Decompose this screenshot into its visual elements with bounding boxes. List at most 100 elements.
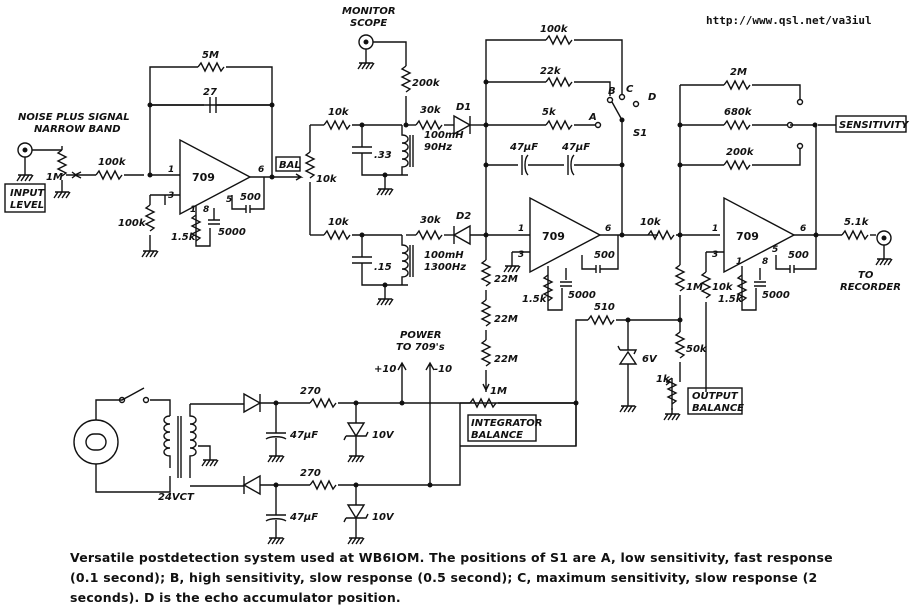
pin-1-c: 1 xyxy=(736,257,742,267)
c-33-label: .33 xyxy=(374,150,392,161)
r-1m-c-label: 1M xyxy=(686,282,703,293)
input-level-pot xyxy=(53,146,79,199)
opamp-1 xyxy=(179,138,252,216)
r-1k-label: 1k xyxy=(656,374,671,385)
r-22m-label-1: 22M xyxy=(494,274,518,285)
monitor-scope-label-2: SCOPE xyxy=(350,18,387,29)
pin-3-b: 3 xyxy=(518,250,524,260)
diode-d1-label: D1 xyxy=(456,102,471,113)
diode-d2-label: D2 xyxy=(456,211,471,222)
noise-signal-label-2: NARROW BAND xyxy=(34,124,121,135)
transformer xyxy=(163,403,240,487)
zener-10v-lower xyxy=(343,485,369,532)
pin-6-c: 6 xyxy=(800,224,806,234)
opamp-3-number: 709 xyxy=(736,230,759,243)
sensitivity-box xyxy=(835,115,907,133)
noise-signal-label-1: NOISE PLUS SIGNAL xyxy=(18,112,130,123)
input-level-label-1: INPUT xyxy=(10,188,46,199)
input-level-box xyxy=(4,183,46,213)
pin-3-c: 3 xyxy=(712,250,718,260)
schematic-diagram: http://www.qsl.net/va3iul NOISE PLUS SIG… xyxy=(4,6,910,545)
diode-upper xyxy=(243,392,262,414)
zener-6v xyxy=(617,320,638,400)
zener-10v-label-2: 10V xyxy=(372,512,395,523)
diode-lower xyxy=(242,474,261,496)
pin-2-a: 1 xyxy=(168,165,174,175)
source-url: http://www.qsl.net/va3iul xyxy=(706,14,872,27)
r-100k-gnd-label: 100k xyxy=(118,218,147,229)
r-1-5k-label-c: 1.5k xyxy=(718,294,744,305)
r-2m-label: 2M xyxy=(730,67,747,78)
input-level-label-2: LEVEL xyxy=(10,200,44,211)
r-200k-label: 200k xyxy=(726,147,755,158)
c-500-label-c: 500 xyxy=(788,250,809,261)
r-270-label-1: 270 xyxy=(300,386,321,397)
c-47uf-label-1: 47µF xyxy=(509,142,538,153)
r-10k-top-label: 10k xyxy=(328,107,350,118)
r-10k-bal-label: 10k xyxy=(316,174,338,185)
r-1-5k-label-a: 1.5k xyxy=(171,232,197,243)
r-10k-mid-label: 10k xyxy=(640,217,662,228)
pin-5-a: 5 xyxy=(226,195,232,205)
opamp-2 xyxy=(529,196,602,274)
c-47uf-label-4: 47µF xyxy=(289,512,318,523)
s1-label: S1 xyxy=(633,128,647,139)
r-270-label-2: 270 xyxy=(300,468,321,479)
opamp-3 xyxy=(723,196,796,274)
c-15-label: .15 xyxy=(374,262,392,273)
r-10k-bot-label: 10k xyxy=(328,217,350,228)
r-680k-label: 680k xyxy=(724,107,753,118)
r-22m-label-3: 22M xyxy=(494,354,518,365)
opamp-2-number: 709 xyxy=(542,230,565,243)
minus10-label: -10 xyxy=(434,364,452,375)
l-top-label-1: 100mH xyxy=(424,130,464,141)
r-5-1k-label: 5.1k xyxy=(844,217,870,228)
zener-6v-label: 6V xyxy=(642,354,658,365)
plus10-label: +10 xyxy=(374,364,396,375)
output-jack xyxy=(875,230,893,266)
c-5000-label-a: 5000 xyxy=(218,227,246,238)
l-top-label-2: 90Hz xyxy=(424,142,452,153)
s1-pos-c: C xyxy=(626,84,634,95)
integrator-balance-label-2: BALANCE xyxy=(471,430,523,441)
pin-3-a: 3 xyxy=(168,191,174,201)
sensitivity-label: SENSITIVITY xyxy=(839,120,910,131)
r-100k-fb-label: 100k xyxy=(540,24,569,35)
r-30k-bot-label: 30k xyxy=(420,215,442,226)
diode-d2 xyxy=(452,224,471,246)
r-200k-scope-label: 200k xyxy=(412,78,441,89)
c-500-label-a: 500 xyxy=(240,192,261,203)
pin-8-c: 8 xyxy=(762,257,768,267)
pin-8-a: 8 xyxy=(203,205,209,215)
c-5000-label-b: 5000 xyxy=(568,290,596,301)
r-5m-label: 5M xyxy=(202,50,219,61)
c-47uf-label-3: 47µF xyxy=(289,430,318,441)
bal-label: BAL xyxy=(279,160,301,171)
s1-pos-a: A xyxy=(588,112,597,123)
figure-caption: Versatile postdetection system used at W… xyxy=(70,550,833,605)
r-100k-in-label: 100k xyxy=(98,157,127,168)
to-recorder-label-1: TO xyxy=(858,270,874,281)
pin-6-a: 6 xyxy=(258,165,264,175)
output-balance-box xyxy=(687,387,743,415)
r-5k-label: 5k xyxy=(542,107,557,118)
c-5000-label-c: 5000 xyxy=(762,290,790,301)
power-label-2: TO 709's xyxy=(396,342,445,353)
pin-2-b: 1 xyxy=(518,224,524,234)
opamp-1-number: 709 xyxy=(192,171,215,184)
transformer-label: 24VCT xyxy=(158,492,195,503)
l-bot-label-1: 100mH xyxy=(424,250,464,261)
r-22k-label: 22k xyxy=(540,66,562,77)
r-10k-c-label: 10k xyxy=(712,282,734,293)
c-500-label-b: 500 xyxy=(594,250,615,261)
s1-pos-b: B xyxy=(608,86,616,97)
zener-10v-label-1: 10V xyxy=(372,430,395,441)
pin-2-c: 1 xyxy=(712,224,718,234)
c-27-label: 27 xyxy=(203,87,217,98)
integrator-balance-box xyxy=(467,414,537,442)
r-50k-label: 50k xyxy=(686,344,708,355)
pin-1-a: 1 xyxy=(190,205,196,215)
pin-5-c: 5 xyxy=(772,245,778,255)
l-bot-label-2: 1300Hz xyxy=(424,262,466,273)
r-1-5k-label-b: 1.5k xyxy=(522,294,548,305)
